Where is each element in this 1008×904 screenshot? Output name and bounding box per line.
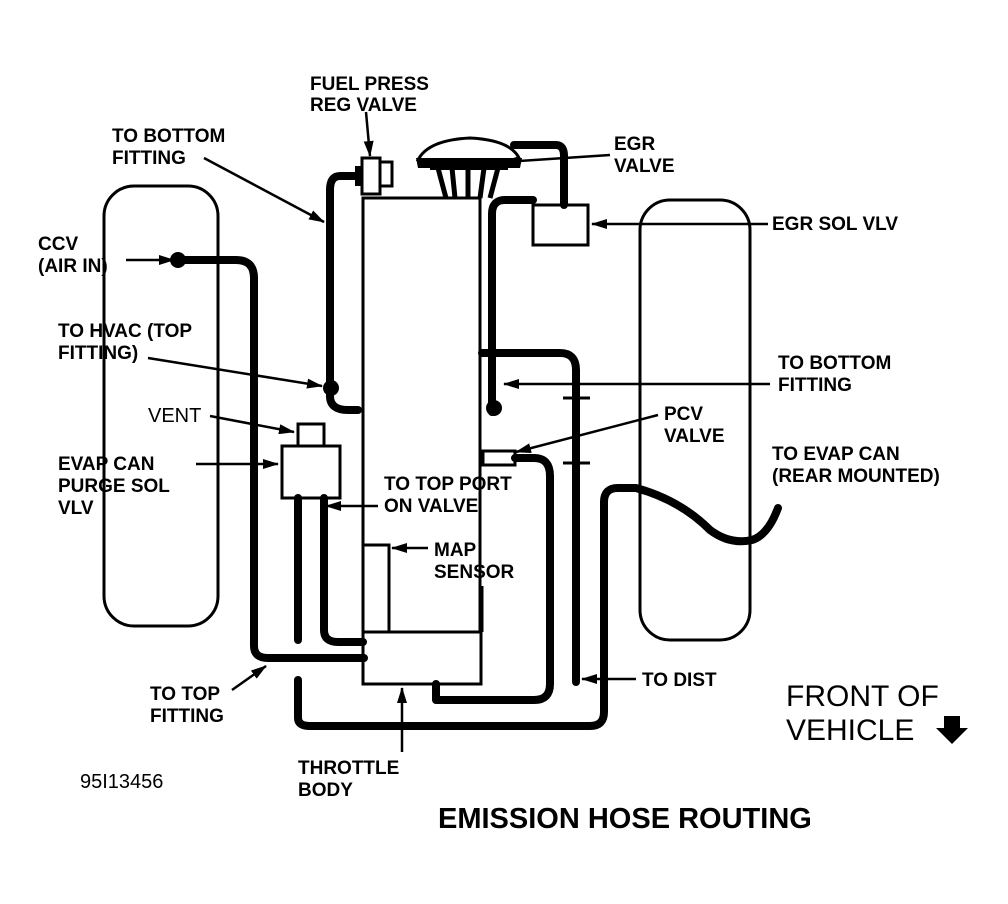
leader-fuel-reg (363, 111, 374, 157)
label-fuel-press-reg-2: REG VALVE (310, 95, 417, 116)
label-pcv-valve-1: PCV (664, 404, 703, 425)
label-to-dist: TO DIST (642, 670, 717, 691)
label-to-bottom-fitting-top-1: TO BOTTOM (112, 126, 225, 147)
label-to-bottom-fitting-right-2: FITTING (778, 375, 852, 396)
label-to-hvac-2: FITTING) (58, 343, 138, 364)
label-ccv-2: (AIR IN) (38, 256, 108, 277)
map-sensor (361, 543, 391, 634)
label-map-sensor-2: SENSOR (434, 562, 515, 583)
label-to-hvac-1: TO HVAC (TOP (58, 321, 192, 342)
hose-egr-sol (488, 196, 537, 416)
hose-purge-to-throttle (320, 494, 367, 646)
label-to-evap-can-1: TO EVAP CAN (772, 444, 900, 465)
label-throttle-body-1: THROTTLE (298, 758, 399, 779)
label-map-sensor-1: MAP (434, 540, 477, 561)
hose-to-dist (478, 349, 580, 686)
leader-bottom-fitting-top (203, 156, 325, 224)
left-cylinder-bank (102, 184, 220, 628)
label-pcv-valve-2: VALVE (664, 426, 725, 447)
hose-fuel-reg-to-hvac (326, 172, 362, 414)
label-evap-purge-2: PURGE SOL (58, 476, 170, 497)
figure-id: 95I13456 (80, 771, 163, 793)
label-egr-valve-2: VALVE (614, 156, 675, 177)
pcv-valve (481, 449, 517, 467)
hvac-fitting (323, 380, 339, 396)
leader-to-top-fitting (231, 664, 267, 692)
leader-egr-valve (503, 153, 611, 167)
vent-fitting (296, 422, 326, 448)
leader-pcv (515, 413, 659, 454)
diagram-title: EMISSION HOSE ROUTING (438, 803, 812, 835)
label-evap-purge-3: VLV (58, 498, 94, 519)
label-egr-sol-vlv: EGR SOL VLV (772, 214, 898, 235)
label-to-top-fitting-2: FITTING (150, 706, 224, 727)
label-to-bottom-fitting-right-1: TO BOTTOM (778, 353, 891, 374)
egr-sol-vlv (531, 203, 590, 247)
hose-evap-can (294, 484, 782, 730)
bottom-fitting-right (486, 400, 502, 416)
label-throttle-body-2: BODY (298, 780, 353, 801)
label-ccv-1: CCV (38, 234, 78, 255)
fuel-press-reg-valve (355, 156, 394, 196)
hose-ccv (176, 256, 368, 662)
label-vent: VENT (148, 405, 201, 427)
hose-pcv (432, 454, 554, 704)
label-fuel-press-reg-1: FUEL PRESS (310, 74, 429, 95)
leader-vent (209, 414, 295, 435)
label-to-top-fitting-1: TO TOP (150, 684, 220, 705)
label-to-top-port-2: ON VALVE (384, 496, 478, 517)
egr-valve (415, 136, 522, 199)
label-evap-purge-1: EVAP CAN (58, 454, 154, 475)
label-to-bottom-fitting-top-2: FITTING (112, 148, 186, 169)
label-front-of-vehicle-1: FRONT OF (786, 680, 939, 713)
label-to-top-port-1: TO TOP PORT (384, 474, 512, 495)
hose-egr-to-sol (510, 141, 568, 209)
leader-hvac (147, 356, 323, 389)
label-egr-valve-1: EGR (614, 134, 655, 155)
evap-can-purge-sol-vlv (280, 444, 342, 500)
label-front-of-vehicle-2: VEHICLE (786, 714, 914, 747)
label-to-evap-can-2: (REAR MOUNTED) (772, 466, 940, 487)
arrow-down-icon (936, 716, 968, 744)
throttle-body (361, 630, 483, 686)
